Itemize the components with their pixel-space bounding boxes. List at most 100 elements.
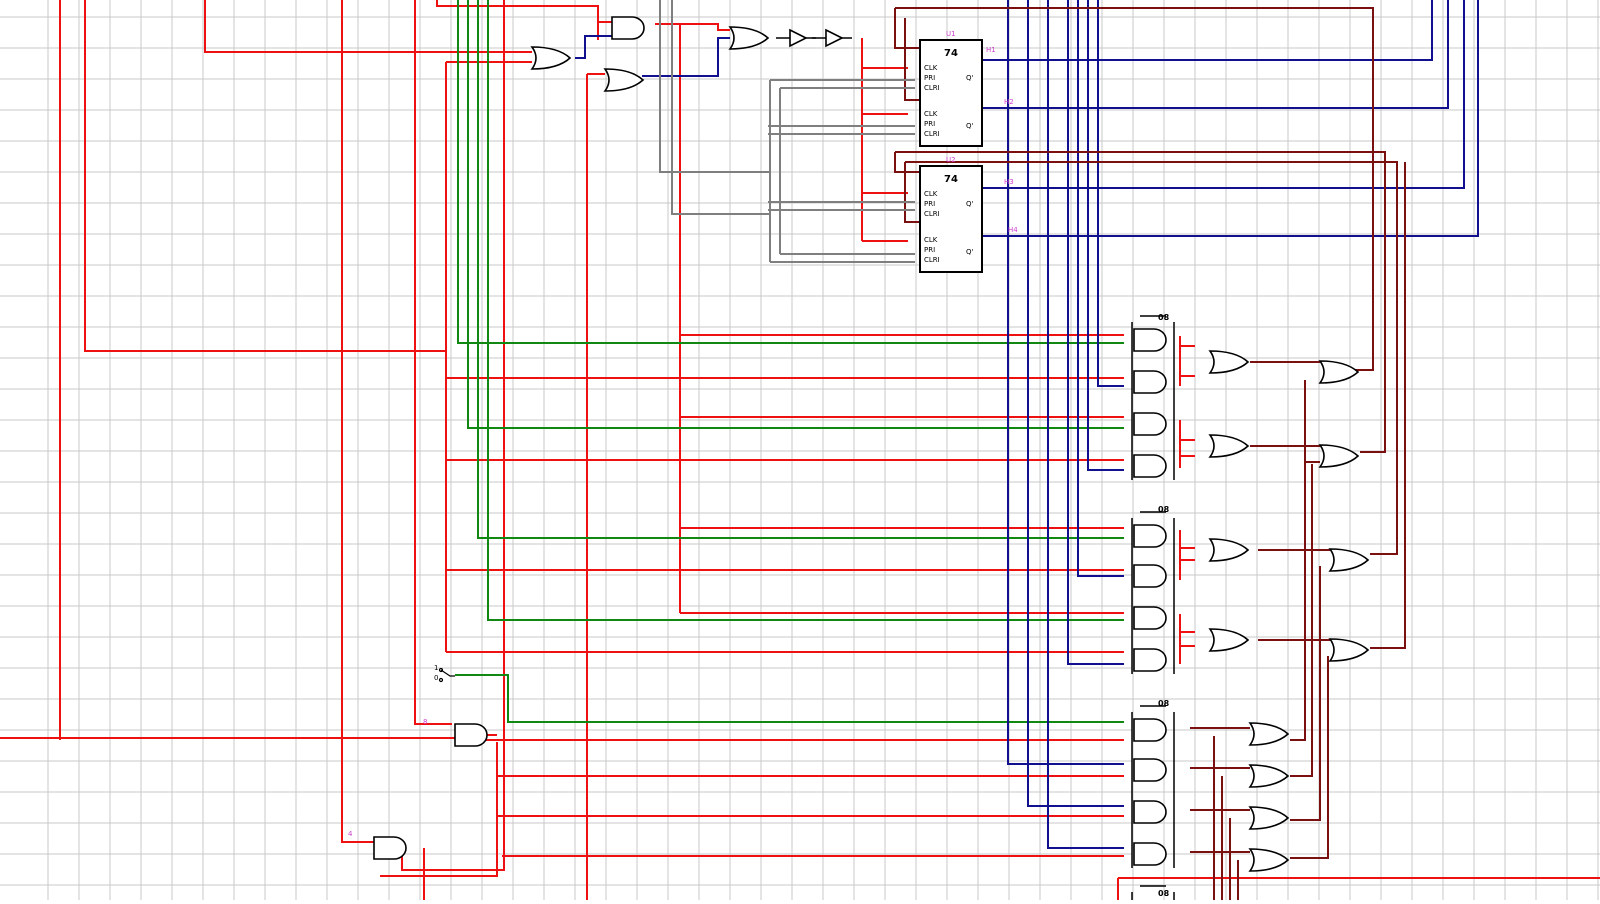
pin-label: CLRI <box>924 84 940 92</box>
or-gate-top-left[interactable] <box>530 46 572 70</box>
wire <box>904 18 920 101</box>
net-label: H2 <box>1004 98 1014 106</box>
or-gate-level1[interactable] <box>1208 350 1250 374</box>
and-bank-outline <box>1131 705 1175 868</box>
bank-label: 08 <box>1158 889 1170 898</box>
buffer-gate-2[interactable] <box>825 28 844 48</box>
pin-label: PRI <box>924 74 935 82</box>
wire <box>1077 0 1124 577</box>
wire <box>1179 614 1195 664</box>
or-gate-output[interactable] <box>1248 722 1290 746</box>
green-wires <box>455 0 1124 723</box>
wire <box>779 87 915 255</box>
or-gate-level2[interactable] <box>1328 638 1370 662</box>
and-bank-outline <box>1131 315 1175 480</box>
wire <box>904 162 920 223</box>
or-gate-output[interactable] <box>1248 764 1290 788</box>
wire <box>436 0 612 23</box>
chip-title: 74 <box>944 48 958 59</box>
wire <box>1190 727 1250 853</box>
switch-label: 1 <box>434 664 438 672</box>
or-gate-level2[interactable] <box>1328 548 1370 572</box>
wire <box>457 0 1124 344</box>
and-gate-bank[interactable] <box>1133 524 1167 548</box>
out-label: Q' <box>966 248 974 256</box>
and-gate-bank[interactable] <box>1133 328 1167 352</box>
and-gate-bottom-left[interactable] <box>373 836 407 860</box>
or-gate-level2[interactable] <box>1318 360 1360 384</box>
or-gate-level1[interactable] <box>1208 628 1250 652</box>
bank-label: 08 <box>1158 313 1170 322</box>
and-gate-mid-left[interactable] <box>454 723 488 747</box>
or-gate-output[interactable] <box>1248 806 1290 830</box>
and-gate-bank[interactable] <box>1133 718 1167 742</box>
wire <box>642 37 730 77</box>
toggle-switch-icon[interactable] <box>438 667 456 683</box>
net-label: H1 <box>986 46 996 54</box>
or-gate-level1[interactable] <box>1208 434 1250 458</box>
wire <box>895 151 1386 453</box>
bank-label: 08 <box>1158 699 1170 708</box>
and-gate-bank[interactable] <box>1133 800 1167 824</box>
gray-wires <box>659 0 915 263</box>
wire <box>659 0 770 173</box>
wire <box>1067 0 1124 665</box>
wire <box>1027 0 1124 807</box>
and-bank-outline <box>1131 885 1175 900</box>
and-bank-labels: 08 08 08 08 <box>1158 313 1170 898</box>
and-gate-bank[interactable] <box>1133 842 1167 866</box>
pin-label: PRI <box>924 200 935 208</box>
wire <box>680 23 730 31</box>
pin-label: CLK <box>924 64 938 72</box>
and-gate-bank[interactable] <box>1133 758 1167 782</box>
or-gate-output[interactable] <box>1248 848 1290 872</box>
or-gate-top-right[interactable] <box>728 26 770 50</box>
chip-title: 74 <box>944 174 958 185</box>
and-gate-bank[interactable] <box>1133 564 1167 588</box>
wire <box>861 38 908 242</box>
and-gate-bank[interactable] <box>1133 648 1167 672</box>
and-gate-top[interactable] <box>611 16 645 40</box>
out-label: Q' <box>966 74 974 82</box>
flip-flop-chip-bottom[interactable]: 74 U2 CLK PRI CLRI CLK PRI CLRI Q' Q' H3… <box>919 156 1018 273</box>
and-gate-bank[interactable] <box>1133 412 1167 436</box>
wire <box>655 23 1124 614</box>
wire <box>895 7 1374 371</box>
wire <box>341 0 374 843</box>
and-gate-bank[interactable] <box>1133 370 1167 394</box>
wire <box>769 79 915 263</box>
flip-flop-chip-top[interactable]: 74 U1 CLK PRI CLRI CLK PRI CLRI Q' Q' H1… <box>919 30 1014 147</box>
wire <box>487 0 1124 621</box>
wire <box>445 61 1124 653</box>
pin-label: PRI <box>924 246 935 254</box>
buffer-gate-1[interactable] <box>789 28 808 48</box>
or-gate-top-mid[interactable] <box>603 68 645 92</box>
or-gate-level2[interactable] <box>1318 444 1360 468</box>
pin-label: CLK <box>924 190 938 198</box>
wire <box>455 674 1124 723</box>
wire <box>1047 0 1124 849</box>
and-gate-bank[interactable] <box>1133 454 1167 478</box>
wire <box>671 0 770 215</box>
wire <box>1290 566 1321 821</box>
wire <box>0 0 455 740</box>
wire <box>84 0 446 352</box>
wire <box>414 0 452 725</box>
gates[interactable] <box>373 16 1370 900</box>
pin-label: CLRI <box>924 130 940 138</box>
and-gate-bank[interactable] <box>1133 606 1167 630</box>
wire <box>380 739 1124 877</box>
pin-label: 8 <box>423 718 427 726</box>
wire <box>575 35 612 59</box>
bank-label: 08 <box>1158 505 1170 514</box>
wire <box>894 152 920 173</box>
pin-label: CLK <box>924 236 938 244</box>
blue-wires <box>575 0 1479 849</box>
or-gate-level1[interactable] <box>1208 538 1250 562</box>
wire <box>982 0 1433 61</box>
wire <box>894 8 920 49</box>
